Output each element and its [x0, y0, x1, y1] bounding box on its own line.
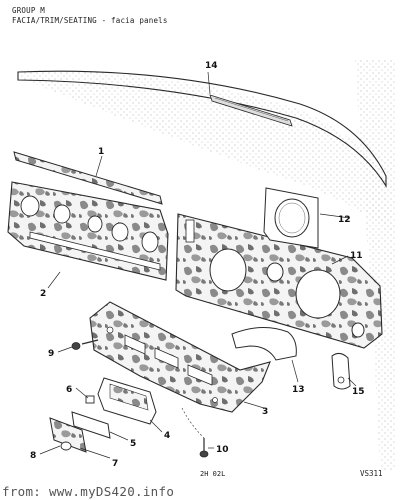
facia-top-rail — [17, 70, 387, 188]
leader-lines — [39, 71, 357, 459]
right-facia-panel — [175, 213, 383, 349]
facia-top-stipple — [20, 70, 392, 230]
fixing-screw — [71, 339, 99, 350]
callout-2: 2 — [40, 289, 46, 299]
right-panel-gauge-holes — [209, 248, 365, 338]
bezel-aperture — [274, 198, 310, 238]
ashtray-body — [71, 411, 111, 439]
shaped-trim-piece — [231, 327, 297, 361]
callout-3: 3 — [262, 407, 268, 417]
callout-11: 11 — [350, 251, 363, 261]
callout-4: 4 — [164, 431, 170, 441]
retaining-clip — [331, 352, 351, 390]
left-panel-dial-holes — [20, 195, 159, 253]
callout-9: 9 — [48, 349, 54, 359]
group-label: GROUP M — [12, 6, 46, 15]
diagram-header: GROUP M FACIA/TRIM/SEATING - facia panel… — [12, 6, 168, 26]
watermark: from: www.myDS420.info — [2, 484, 175, 499]
left-panel-slot — [29, 231, 161, 271]
right-edge-stipple — [355, 60, 395, 470]
reference-code: VS311 — [360, 469, 383, 478]
section-title: FACIA/TRIM/SEATING - facia panels — [12, 16, 168, 25]
console-apertures — [124, 334, 213, 386]
centre-console-panel — [89, 301, 271, 413]
callout-13: 13 — [292, 385, 305, 395]
right-panel-end-tab — [185, 219, 195, 243]
left-facia-panel — [7, 181, 169, 281]
ashtray-front — [49, 417, 87, 453]
callout-5: 5 — [130, 439, 136, 449]
small-switch — [85, 395, 95, 404]
callout-10: 10 — [216, 445, 229, 455]
callout-1: 1 — [98, 147, 104, 157]
callout-6: 6 — [66, 385, 72, 395]
lower-screw — [199, 438, 209, 458]
trim-strip — [13, 151, 163, 205]
callout-8: 8 — [30, 451, 36, 461]
callout-14: 14 — [205, 61, 218, 71]
callout-7: 7 — [112, 459, 118, 469]
callout-12: 12 — [338, 215, 351, 225]
callout-15: 15 — [352, 387, 365, 397]
knob — [60, 441, 72, 451]
drawing-code: 2H 02L — [200, 470, 226, 478]
